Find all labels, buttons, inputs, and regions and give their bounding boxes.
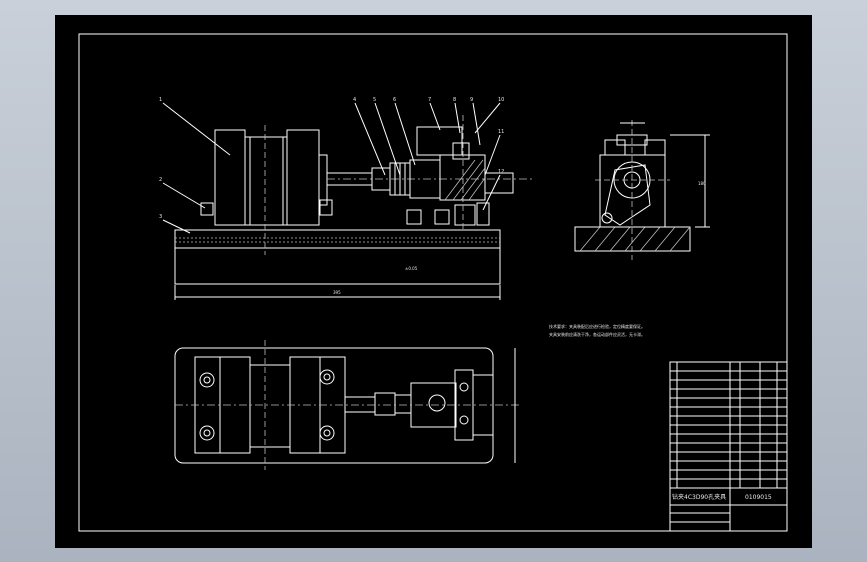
top-view <box>174 340 520 470</box>
drawing-frame <box>78 33 788 532</box>
cad-drawing: 技术要求：夹具装配后应进行检验，定位精度要保证。 夹具安装前应清洗干净，各运动部… <box>78 33 788 532</box>
callout-7: 7 <box>428 97 431 103</box>
callout-4: 4 <box>353 97 356 103</box>
dim-height: 180 <box>698 181 706 186</box>
callout-12: 12 <box>498 169 504 175</box>
title-block: 钻夹4C3D90孔夹具 0109015 <box>669 361 788 532</box>
drawing-title: 钻夹4C3D90孔夹具 <box>672 493 726 501</box>
callout-9: 9 <box>470 97 473 103</box>
front-view <box>162 102 535 300</box>
callout-3: 3 <box>159 214 162 220</box>
callouts: 1 2 3 4 5 6 7 8 9 10 11 12 <box>159 97 504 220</box>
callout-10: 10 <box>498 97 504 103</box>
dim-length-tol: ±0.05 <box>405 266 418 271</box>
tech-note-line2: 夹具安装前应清洗干净，各运动部件应灵活，无卡滞。 <box>549 331 645 337</box>
callout-6: 6 <box>393 97 396 103</box>
drawing-number: 0109015 <box>745 494 772 501</box>
callout-5: 5 <box>373 97 376 103</box>
technical-note: 技术要求：夹具装配后应进行检验，定位精度要保证。 夹具安装前应清洗干净，各运动部… <box>549 323 645 337</box>
dim-overall-length: 395 <box>333 290 341 295</box>
drawing-sheet: 技术要求：夹具装配后应进行检验，定位精度要保证。 夹具安装前应清洗干净，各运动部… <box>55 15 812 548</box>
callout-1: 1 <box>159 97 162 103</box>
callout-2: 2 <box>159 177 162 183</box>
side-view <box>574 120 710 260</box>
tech-note-line1: 技术要求：夹具装配后应进行检验，定位精度要保证。 <box>549 323 645 329</box>
callout-11: 11 <box>498 129 504 135</box>
callout-8: 8 <box>453 97 456 103</box>
